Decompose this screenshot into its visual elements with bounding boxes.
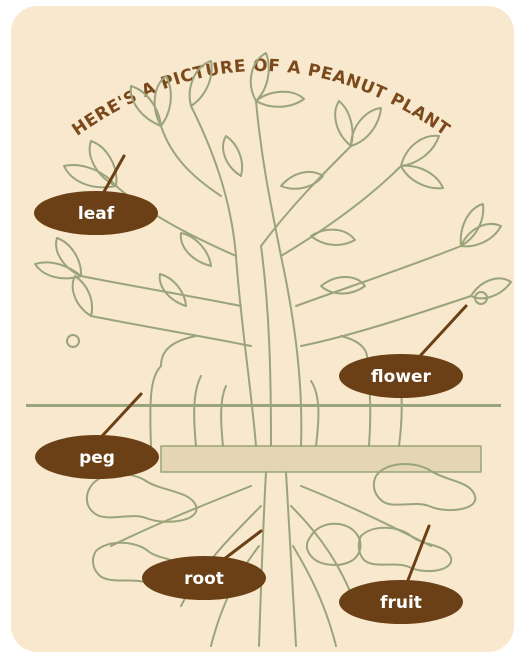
label-flower: flower (339, 354, 463, 398)
label-fruit: fruit (339, 580, 463, 624)
leaf-shape (73, 276, 92, 316)
leaf-shape (335, 101, 352, 146)
svg-text:root: root (184, 569, 224, 589)
peanut-plant-diagram: HERE'S A PICTURE OF A PEANUT PLANT (11, 6, 514, 652)
leaf-shape (56, 238, 81, 276)
svg-text:peg: peg (79, 448, 115, 468)
leaf-shape (223, 136, 242, 176)
label-root: root (142, 556, 266, 600)
leaf-shape (401, 166, 443, 189)
leaf-shape (471, 278, 511, 298)
peanut-plant-illustration (26, 53, 511, 646)
svg-text:flower: flower (371, 367, 432, 387)
soil-band (161, 446, 481, 472)
svg-text:fruit: fruit (380, 593, 422, 613)
leaf-shape (311, 230, 355, 245)
flower-shape (67, 335, 79, 347)
leaf-shape (256, 92, 304, 107)
leaf-shape (401, 136, 439, 166)
diagram-card: HERE'S A PICTURE OF A PEANUT PLANT (11, 6, 514, 652)
leaf-shape (351, 108, 381, 146)
peanut-pod (359, 528, 452, 571)
leaf-shape (160, 274, 186, 306)
svg-text:leaf: leaf (78, 204, 115, 224)
label-peg: peg (35, 435, 159, 479)
leaf-shape (321, 277, 365, 294)
label-leaf: leaf (34, 191, 158, 235)
soil-line (26, 404, 501, 407)
